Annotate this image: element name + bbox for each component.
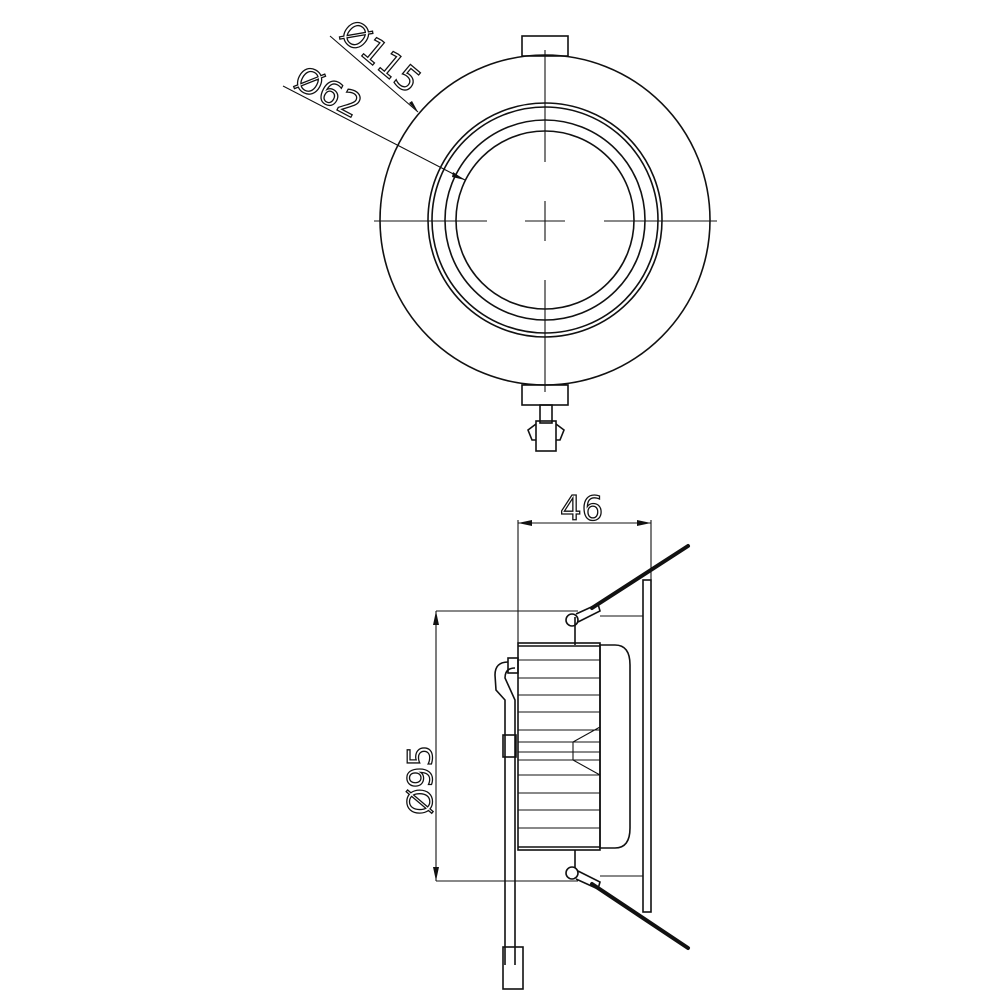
dim-height-label: 46 <box>560 489 603 529</box>
cable-connector <box>502 946 524 990</box>
trim-flange <box>642 579 652 913</box>
side-view: 46 Ø95 <box>400 488 690 990</box>
connector <box>527 404 565 452</box>
dim-inner-label: Ø62 <box>288 59 369 127</box>
dim-cutout-label: Ø95 <box>401 745 441 815</box>
dim-height: 46 <box>517 488 652 645</box>
cable-clamp <box>502 734 517 758</box>
lens-cap <box>599 644 631 849</box>
spring-clip-bottom <box>565 866 690 950</box>
dim-cutout: Ø95 <box>400 610 578 882</box>
heatsink-body <box>517 642 601 851</box>
spring-clip-top <box>565 544 690 627</box>
center-lines <box>374 50 717 392</box>
top-view: Ø115 Ø62 <box>282 12 717 452</box>
power-cable <box>494 657 524 990</box>
